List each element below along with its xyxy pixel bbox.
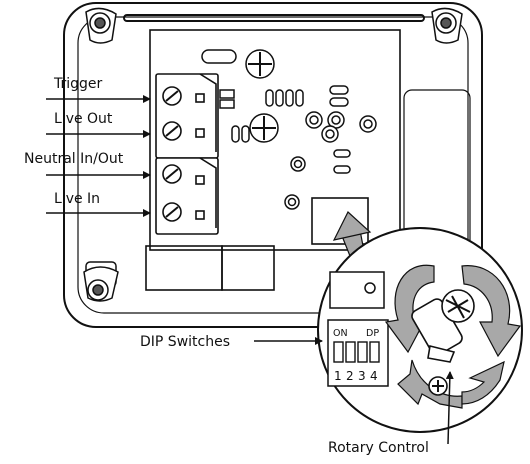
rotate-arrow-left-bottom (397, 359, 463, 409)
screw-top-right (431, 7, 463, 44)
chip (329, 271, 385, 309)
trigger-label: Trigger (53, 76, 103, 92)
live-in-label: Live In (54, 191, 100, 207)
dip-number-3: 3 (358, 369, 366, 383)
relay-block-left (145, 245, 223, 291)
rotary-control-callout: Rotary Control (328, 371, 454, 456)
chip-body (329, 271, 385, 309)
capacitor-a (329, 85, 349, 95)
potentiometer-middle (249, 113, 279, 143)
neutral-label: Neutral In/Out (24, 151, 124, 167)
label-live-in: Live In (46, 191, 151, 217)
pcb-board (145, 29, 401, 291)
rotate-arrow-right-bottom (461, 360, 505, 405)
enclosure-outer (63, 2, 483, 328)
dip-number-1: 1 (334, 369, 342, 383)
dip-number-2: 2 (346, 369, 354, 383)
corner-screws (83, 7, 463, 302)
wiring-labels: Trigger Live Out Neutral In/Out Live In (24, 76, 151, 217)
relay-block-right (221, 245, 275, 291)
dip-switches-label: DIP Switches (140, 334, 230, 350)
resistor-pair (231, 125, 250, 143)
terminal-pins (195, 93, 205, 220)
screw-top-left (85, 7, 117, 44)
potentiometer-top (245, 49, 275, 79)
label-neutral: Neutral In/Out (24, 151, 151, 179)
dip-toggle-1[interactable] (333, 341, 344, 363)
rotary-knob[interactable] (410, 289, 475, 396)
rotation-arrows (384, 264, 522, 409)
enclosure-top-rim (123, 14, 425, 22)
dip-number-4: 4 (370, 369, 378, 383)
terminal-block (155, 73, 219, 235)
enclosure-inner (77, 16, 469, 314)
dip-dp-label: DP (366, 328, 379, 339)
capacitor-d (333, 165, 351, 174)
terminal-block-upper (155, 73, 219, 159)
pcb-components (201, 49, 377, 210)
dip-toggle-2[interactable] (345, 341, 356, 363)
smd-component-b (219, 99, 235, 109)
label-trigger: Trigger (46, 76, 151, 103)
terminal-screws (162, 86, 182, 222)
dip-on-label: ON (333, 328, 348, 339)
led-cluster (305, 111, 377, 143)
rotate-arrow-right-top (461, 265, 522, 358)
capacitor-c (333, 149, 351, 158)
rotate-arrow-left-top (384, 264, 435, 354)
fuse-component (201, 49, 237, 64)
rotary-control-label: Rotary Control (328, 440, 429, 456)
dip-toggle-3[interactable] (357, 341, 368, 363)
zoom-callout: ON DP 1 2 3 4 (317, 227, 523, 433)
pcb-outline (149, 29, 401, 251)
dip-switches-callout: DIP Switches (140, 334, 323, 350)
dip-switch: ON DP 1 2 3 4 (327, 319, 389, 387)
label-live-out: Live Out (46, 111, 151, 138)
resistor-row (265, 89, 304, 107)
screw-bottom-left (83, 261, 119, 302)
dip-toggle-4[interactable] (369, 341, 380, 363)
capacitor-b (329, 97, 349, 107)
smd-component-a (219, 89, 235, 99)
led-pair-lower (284, 156, 306, 210)
dip-switch-location (311, 197, 369, 245)
live-out-label: Live Out (54, 111, 113, 127)
